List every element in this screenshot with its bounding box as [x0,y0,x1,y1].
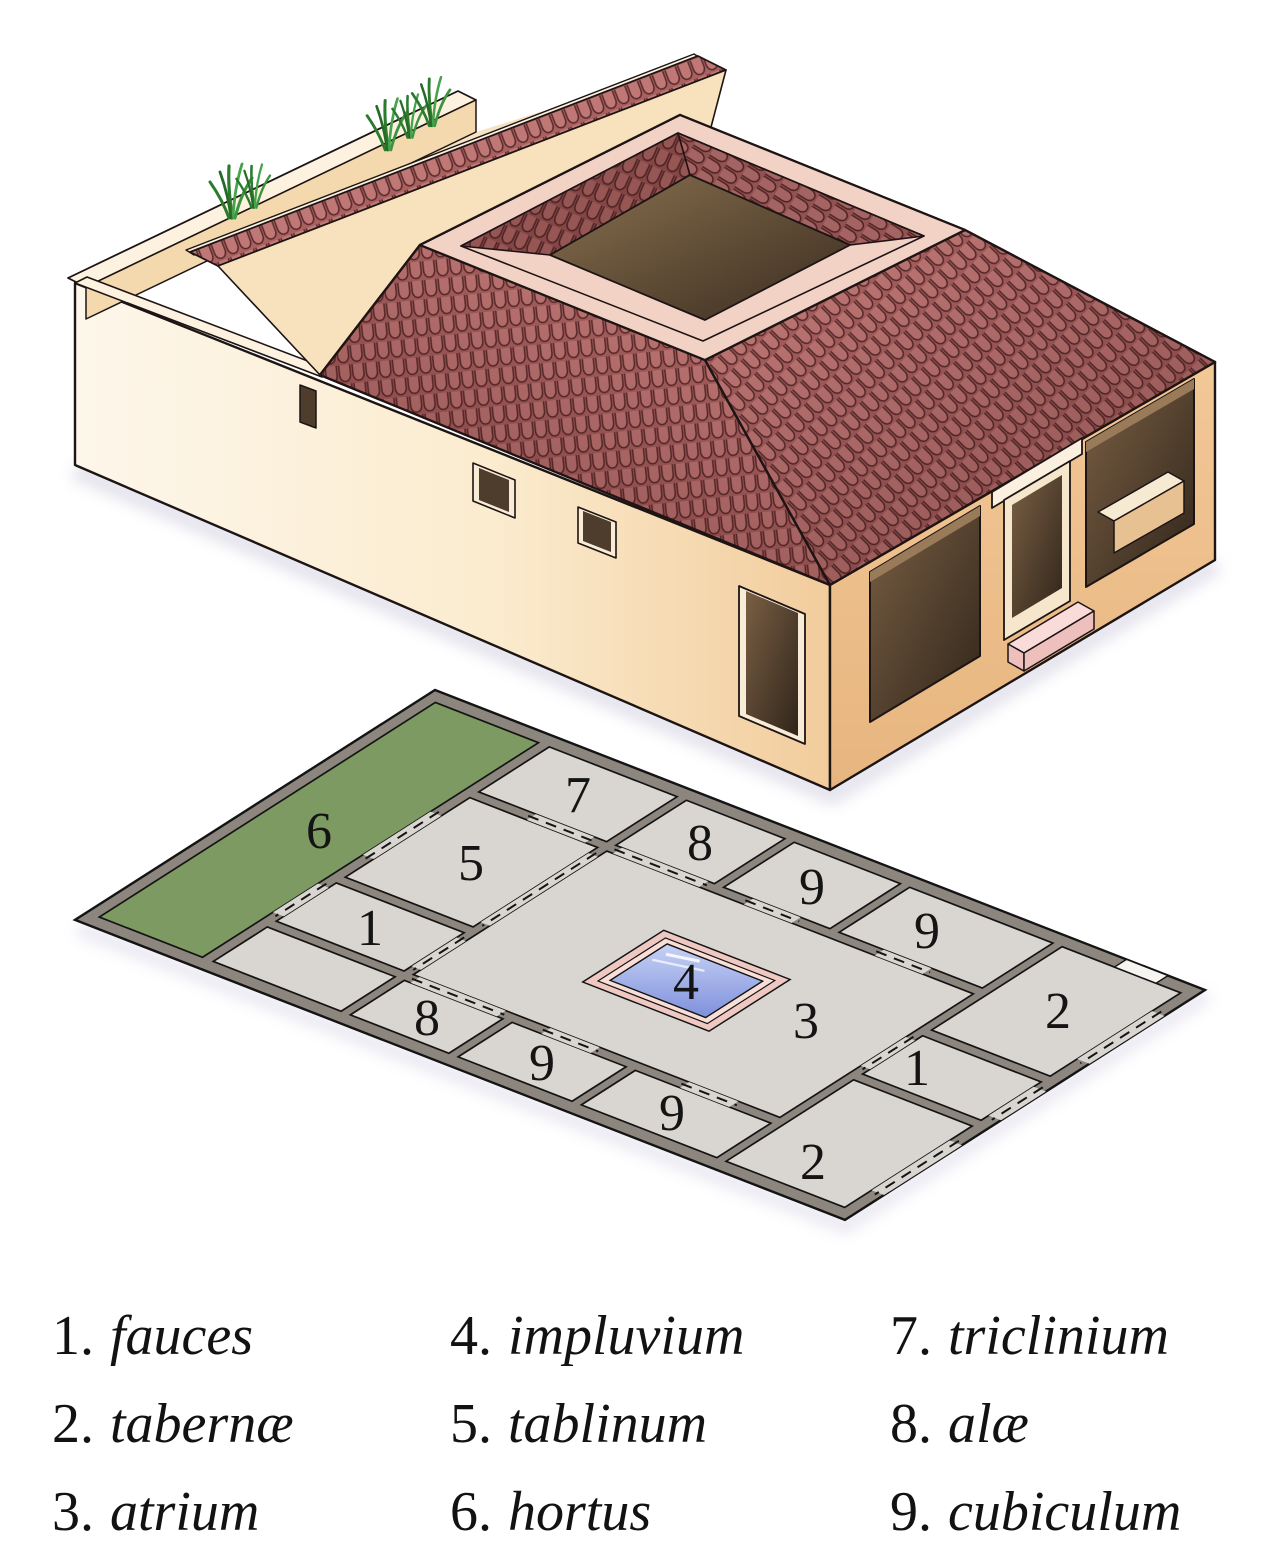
legend-item-tabernae: 2. tabernæ [52,1392,450,1456]
plan-label-hortus: 6 [306,803,332,860]
taberna-left-lintel-reveal [870,506,980,582]
legend-name: triclinium [948,1305,1169,1367]
legend-item-alae: 8. alæ [890,1392,1280,1456]
legend-name: fauces [110,1305,254,1367]
plan-label-ala-north: 8 [687,815,713,872]
legend-item-fauces: 1. fauces [52,1304,450,1368]
plan-label-taberna-east: 2 [1045,983,1071,1040]
plan-number-labels: 6 7 8 9 9 5 1 4 3 2 1 2 8 9 9 [306,767,1071,1191]
legend-name: tablinum [508,1393,708,1455]
plan-room-taberna-south [726,1080,972,1208]
legend-name: tabernæ [110,1393,294,1455]
plan-label-tablinum: 5 [458,835,484,892]
legend-item-impluvium: 4. impluvium [450,1304,890,1368]
garden-back-wall-inner-face [85,99,477,320]
plan-room-cubiculum-n2 [839,887,1053,988]
window-small-2 [583,511,611,552]
plan-label-taberna-south: 2 [800,1134,826,1191]
plan-label-triclinium: 7 [565,767,591,824]
side-door-opening [746,591,798,736]
plan-side-street-gap [1114,959,1168,983]
legend-number: 3. [52,1481,94,1543]
plan-label-fauces-rear: 1 [357,900,383,957]
plan-room-ala-north [616,800,785,883]
plan-room-service [213,927,395,1011]
impluvium-pool [610,944,762,1018]
garden-hortus-3d [67,53,727,378]
plan-label-cubiculum-s1: 9 [529,1035,555,1092]
plan-ground-shadow [75,920,1212,1235]
plan-room-tablinum [345,798,597,927]
compluvium-inner-slope-left-shade [461,133,690,255]
compluvium-inner-slope-right-shade [678,133,924,245]
legend-number: 6. [450,1481,492,1543]
domus-diagram: 6 7 8 9 9 5 1 4 3 2 1 2 8 9 9 [67,53,1222,1235]
compluvium [418,113,967,362]
entrance-canopy [991,437,1083,509]
pool-sparkle [652,954,704,977]
taberna-right-lintel-reveal [1086,379,1194,452]
compluvium-rim-inner-edge [460,132,925,342]
plan-label-impluvium: 4 [673,954,699,1011]
legend-item-tablinum: 5. tablinum [450,1392,890,1456]
taberna-counter-front [1113,480,1185,554]
plan-openings [272,735,1206,1196]
legend: 1.fauces 2.tabernæ 3.atrium 4.impluvium … [0,1292,1280,1566]
plan-room-cubiculum-s2 [581,1070,771,1157]
house-axonometric-view [67,53,1217,792]
entrance-door-opening [1012,475,1062,618]
pool-sparkle [666,950,700,965]
legend-name: cubiculum [948,1481,1182,1543]
legend-number: 8. [890,1393,932,1455]
plan-label-cubiculum-n2: 9 [914,903,940,960]
legend-item-hortus: 6. hortus [450,1480,890,1544]
legend-number: 9. [890,1481,932,1543]
southwest-wall-openings [299,384,806,745]
legend-name: atrium [110,1481,260,1543]
legend-number: 4. [450,1305,492,1367]
plan-label-ala-south: 8 [414,990,440,1047]
entrance-step-side [1023,610,1095,672]
house-ground-shadow [71,460,1222,807]
plan-label-cubiculum-n1: 9 [799,859,825,916]
plan-room-cubiculum-n1 [724,842,901,928]
compluvium-opening [549,174,851,321]
legend-item-atrium: 3. atrium [52,1480,450,1544]
legend-number: 1. [52,1305,94,1367]
legend-item-cubiculum: 9. cubiculum [890,1480,1280,1544]
legend-name: impluvium [508,1305,745,1367]
plan-room-triclinium [479,747,677,842]
plan-label-cubiculum-s2: 9 [659,1085,685,1142]
legend-name: alæ [948,1393,1029,1455]
legend-item-triclinium: 7. triclinium [890,1304,1280,1368]
legend-number: 5. [450,1393,492,1455]
legend-number: 7. [890,1305,932,1367]
roof-slope-southwest-shade [320,245,830,585]
floor-plan [75,690,1205,1220]
legend-number: 2. [52,1393,94,1455]
plan-impluvium [583,930,790,1031]
plan-label-fauces-front: 1 [904,1040,930,1097]
front-wall-openings [869,378,1195,723]
garden-slit-window [299,384,317,429]
plan-label-atrium: 3 [793,993,819,1050]
window-small-1 [479,468,509,512]
roof-slope-southeast-shade [705,230,1215,585]
legend-name: hortus [508,1481,652,1543]
